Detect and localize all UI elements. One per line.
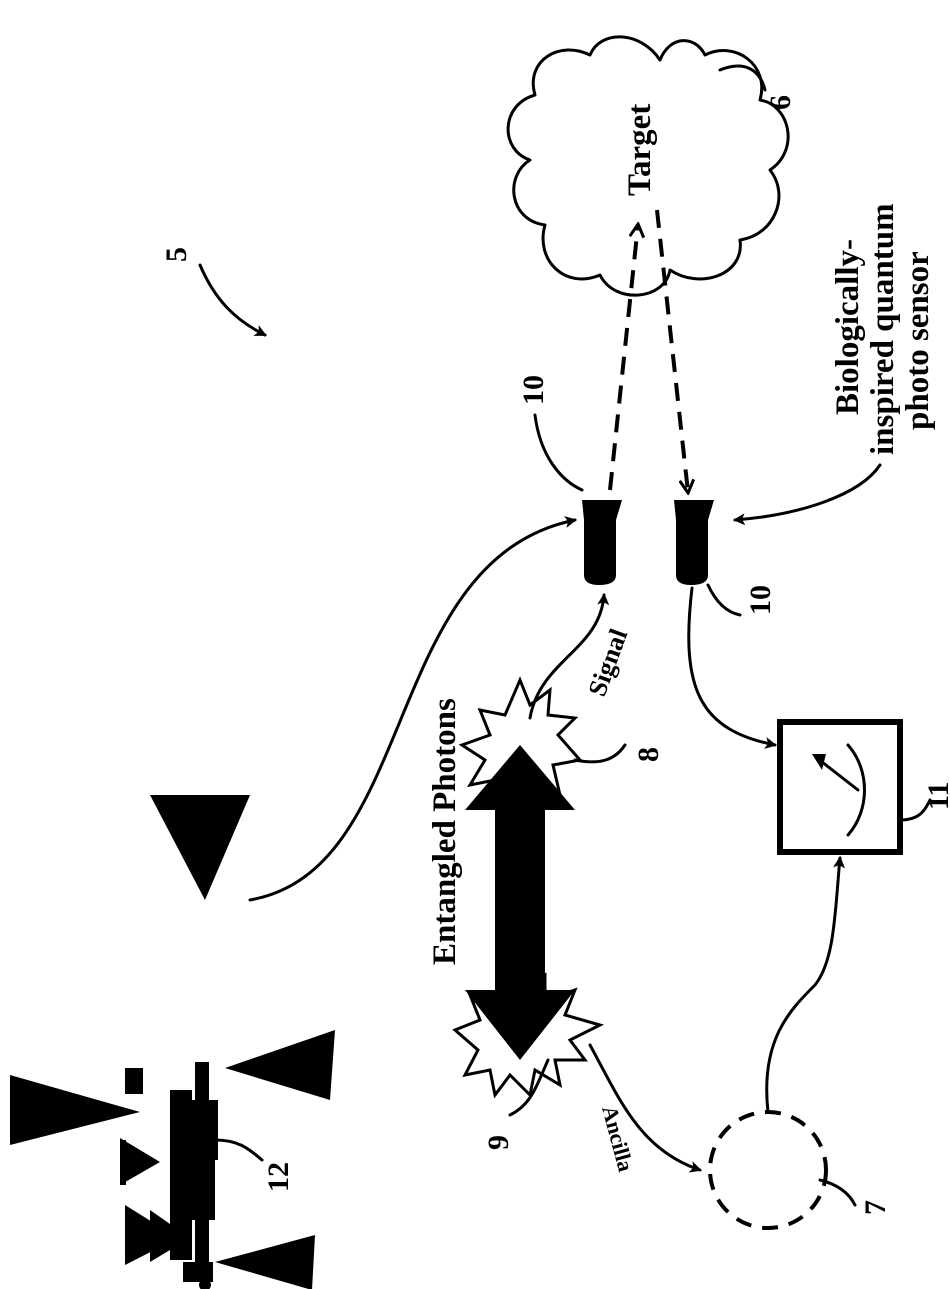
ancilla-path — [588, 1043, 702, 1173]
sensor-label-line1: Biologically- — [830, 239, 866, 415]
ref-10-top-label: 10 — [517, 375, 550, 405]
entangled-photons-label: Entangled Photons — [427, 698, 463, 965]
signal-to-target-beam — [608, 225, 638, 491]
ancilla-label: Ancilla — [597, 1103, 639, 1174]
ancilla-memory-circle — [708, 1110, 828, 1230]
ref-6-label: 6 — [764, 95, 797, 110]
ref-10-bottom-leader — [706, 583, 742, 617]
quantum-sensor-top — [582, 500, 622, 585]
ref-8-label: 8 — [632, 747, 665, 762]
target-cloud — [506, 35, 790, 297]
signal-path — [528, 593, 610, 720]
ref-7-label: 7 — [859, 1200, 892, 1215]
ref-7-leader — [818, 1178, 857, 1207]
ref-11-leader — [898, 798, 932, 822]
ref-6-leader — [718, 64, 767, 92]
ref-9-label: 9 — [482, 1135, 515, 1150]
ref-12-label: 12 — [262, 1162, 295, 1192]
ref-10-top-leader — [533, 413, 584, 492]
memory-to-meter-link — [765, 856, 846, 1114]
ref-9-leader — [508, 1058, 550, 1117]
quantum-sensor-bottom — [674, 500, 714, 585]
ref-10-bottom-label: 10 — [744, 585, 777, 615]
source-to-sensor-link — [248, 516, 577, 902]
sensor-to-meter-link — [687, 586, 777, 749]
ref-5-leader — [198, 263, 267, 337]
sensor-label-pointer — [733, 463, 882, 526]
coincidence-meter — [777, 719, 903, 855]
ref-8-leader — [573, 743, 627, 764]
sensor-label-line3: photo sensor — [900, 251, 936, 430]
ref-12-leader — [213, 1138, 264, 1162]
quantum-source-device — [10, 795, 335, 1289]
signal-label: Signal — [582, 625, 633, 700]
target-label: Target — [622, 104, 658, 196]
ref-11-label: 11 — [922, 782, 950, 810]
target-to-sensor-beam — [655, 209, 688, 492]
ref-5-label: 5 — [160, 247, 193, 262]
entanglement-double-arrow — [465, 745, 575, 1060]
sensor-label-line2: inspired quantum — [865, 203, 901, 455]
